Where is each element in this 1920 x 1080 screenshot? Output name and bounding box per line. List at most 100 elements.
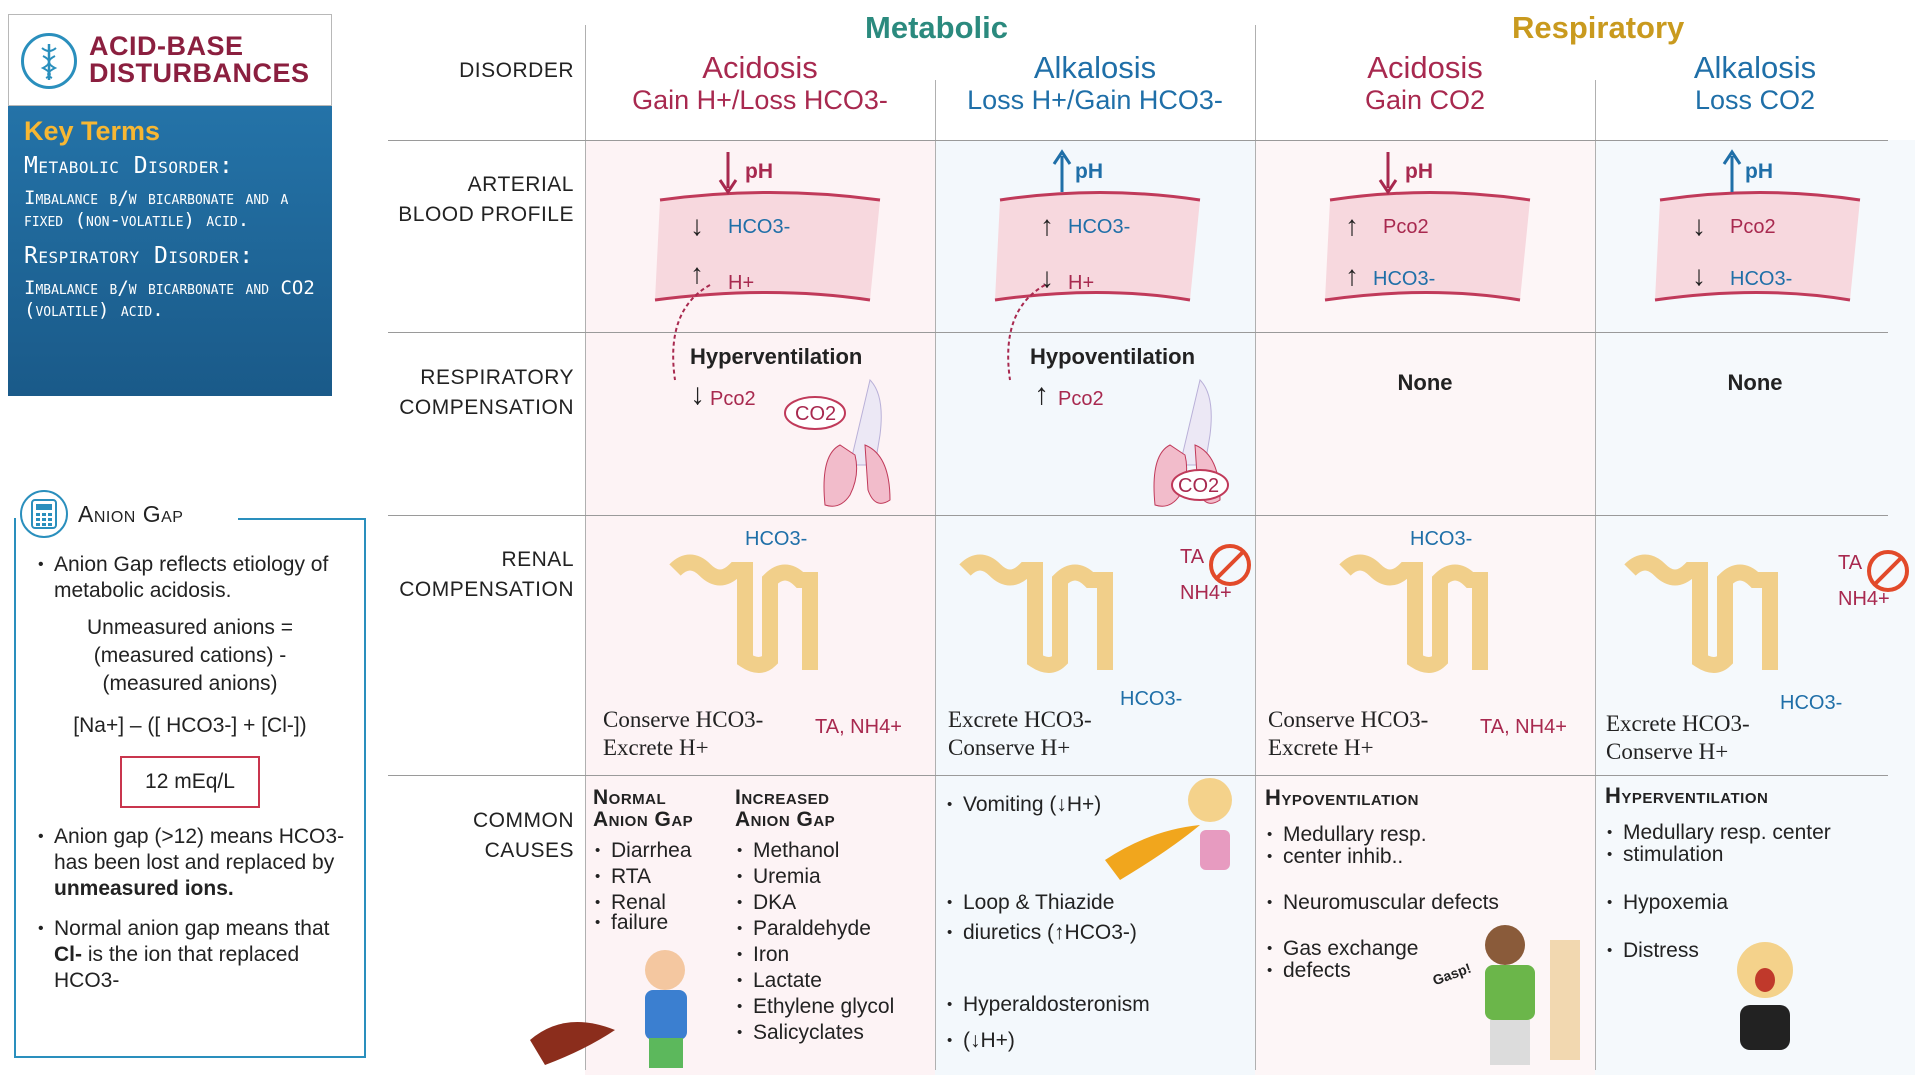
divider (388, 515, 1888, 516)
resp-alk-causes-list: Medullary resp. center stimulation Hypox… (1605, 820, 1831, 964)
list-item: Gas exchange (1265, 936, 1499, 962)
header-metabolic: Metabolic (865, 10, 1008, 45)
list-item: Salicyclates (735, 1020, 894, 1046)
bullet-2-text: Anion gap (>12) means HCO3- has been los… (54, 825, 345, 874)
pco2-label: Pco2 (1058, 388, 1104, 410)
page-title: ACID-BASE DISTURBANCES (89, 33, 310, 87)
list-item: (↓H+) (945, 1028, 1150, 1054)
curved-arrow-icon (1007, 284, 1046, 381)
blood-vessel-illustration (1654, 191, 1861, 302)
heading-line: Anion Gap (735, 808, 836, 831)
disorder-met-alk: Alkalosis Loss H+/Gain HCO3- (935, 52, 1255, 116)
renal-nh4-label: NH4+ (1180, 582, 1232, 604)
list-item: Vomiting (↓H+) (945, 792, 1150, 818)
renal-conserve-h: Conserve H+ (1606, 739, 1729, 764)
anion-gap-bullet-2: Anion gap (>12) means HCO3- has been los… (34, 824, 346, 902)
anion-gap-formula: [Na+] – ([ HCO3-] + [Cl-]) (73, 714, 307, 737)
resp-acid-causes-heading: Hypoventilation (1265, 785, 1419, 810)
disorder-name: Alkalosis (1693, 50, 1817, 85)
resp-acid-causes-list: Medullary resp. center inhib.. Neuromusc… (1265, 822, 1499, 984)
ph-label: pH (1075, 160, 1103, 183)
renal-hco3-out-label: HCO3- (1120, 688, 1183, 710)
resp-comp-met-alk: Hypoventilation (1030, 344, 1196, 369)
heading-line: Anion Gap (593, 808, 694, 831)
renal-conserve-h: Conserve H+ (948, 735, 1071, 760)
list-item: DKA (735, 890, 894, 916)
row-label-resp-1: RESPIRATORY (420, 366, 574, 389)
renal-excrete-hco3: Excrete HCO3- (948, 707, 1092, 732)
row-label-disorder: DISORDER (459, 59, 574, 82)
disorder-resp-acid: Acidosis Gain CO2 (1255, 52, 1595, 116)
anion-gap-bullet-3: Normal anion gap means that Cl- is the i… (34, 916, 346, 994)
anion-gap-title: Anion Gap (78, 500, 184, 527)
ph-down-arrow-icon (1378, 152, 1398, 195)
caduceus-icon (21, 33, 77, 89)
renal-conserve-hco3: Conserve HCO3- (603, 707, 764, 732)
divider (1255, 25, 1256, 1070)
row-label-causes-1: COMMON (473, 809, 574, 832)
anion-gap-header: Anion Gap (20, 490, 192, 538)
ph-label: pH (1405, 160, 1433, 183)
list-item: Diarrhea (593, 838, 692, 864)
nephron-illustration (669, 554, 818, 673)
hco3-label: HCO3- (1068, 216, 1131, 238)
ph-label: pH (1745, 160, 1773, 183)
down-arrow-icon: ↓ (690, 210, 704, 241)
hco3-label: HCO3- (1730, 268, 1793, 290)
list-item: Loop & Thiazide (945, 890, 1150, 916)
bg-resp-alk (1595, 140, 1915, 1075)
divider (388, 332, 1888, 333)
list-item: Neuromuscular defects (1265, 890, 1499, 916)
up-arrow-icon: ↑ (1345, 210, 1359, 241)
disorder-name: Acidosis (702, 50, 818, 85)
renal-ta-nh4-label: TA, NH4+ (1480, 716, 1567, 738)
respiratory-desc: Imbalance b/w bicarbonate and CO2 (volat… (24, 277, 315, 321)
anion-gap-box: Anion Gap reflects etiology of metabolic… (14, 518, 366, 1058)
renal-ta-label: TA (1838, 552, 1863, 574)
title-box: ACID-BASE DISTURBANCES (8, 14, 332, 106)
header-respiratory: Respiratory (1512, 10, 1685, 45)
nephron-illustration (959, 554, 1113, 673)
h-label: H+ (728, 272, 755, 294)
increased-anion-gap-list: Methanol Uremia DKA Paraldehyde Iron Lac… (735, 838, 894, 1046)
down-arrow-icon: ↓ (1692, 260, 1706, 291)
met-alk-causes-list: Vomiting (↓H+) Loop & Thiazide diuretics… (945, 792, 1150, 1054)
down-arrow-icon: ↓ (690, 378, 705, 411)
divider (585, 25, 586, 1070)
bullet-3-text-a: Normal anion gap means that (54, 917, 330, 940)
renal-hco3-label: HCO3- (745, 528, 808, 550)
divider (1595, 80, 1596, 1070)
lungs-illustration (784, 379, 891, 507)
bg-resp-acid (1255, 140, 1595, 1075)
divider (935, 80, 936, 1070)
resp-comp-resp-alk: None (1727, 370, 1783, 395)
anion-gap-value: 12 mEq/L (120, 756, 260, 808)
list-item: defects (1265, 958, 1499, 984)
resp-comp-resp-acid: None (1397, 370, 1453, 395)
disorder-resp-alk: Alkalosis Loss CO2 (1595, 52, 1915, 116)
row-label-abp-2: BLOOD PROFILE (398, 203, 574, 226)
resp-alk-causes-heading: Hyperventilation (1605, 783, 1769, 808)
renal-excrete-hco3: Excrete HCO3- (1606, 711, 1750, 736)
disorder-name: Acidosis (1367, 50, 1483, 85)
gasping-man-illustration (1485, 925, 1580, 1065)
title-line-2: DISTURBANCES (89, 58, 310, 88)
list-item: Medullary resp. (1265, 822, 1499, 848)
respiratory-label: Respiratory Disorder: (24, 243, 254, 269)
resp-comp-met-acid: Hyperventilation (690, 344, 863, 369)
metabolic-desc: Imbalance b/w bicarbonate and a fixed (n… (24, 187, 289, 231)
up-arrow-icon: ↑ (1345, 260, 1359, 291)
up-arrow-icon: ↑ (1034, 378, 1049, 411)
list-item: diuretics (↑HCO3-) (945, 920, 1150, 946)
list-item: Iron (735, 942, 894, 968)
list-item: Hypoxemia (1605, 890, 1831, 916)
ph-down-arrow-icon (718, 152, 738, 195)
list-item: Distress (1605, 938, 1831, 964)
metabolic-label: Metabolic Disorder: (24, 153, 234, 179)
renal-hco3-out-label: HCO3- (1780, 692, 1843, 714)
title-line-1: ACID-BASE (89, 31, 244, 61)
ph-up-arrow-icon (1052, 149, 1072, 192)
pco2-label: Pco2 (1730, 216, 1776, 238)
